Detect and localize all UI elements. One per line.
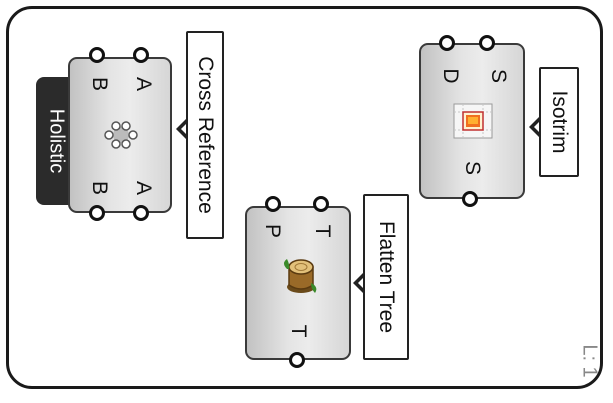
input-param-b[interactable]: B (88, 76, 111, 91)
output-grip-a[interactable] (133, 205, 149, 221)
input-grip-t[interactable] (313, 196, 329, 212)
cross-reference-component[interactable]: A B A B (68, 57, 172, 213)
output-param-b[interactable]: B (88, 180, 111, 195)
input-grip-b[interactable] (89, 47, 105, 63)
isotrim-icon (453, 103, 493, 139)
input-param-a[interactable]: A (132, 76, 155, 91)
component-name-tag: Isotrim (539, 67, 579, 177)
cross-reference-icon (104, 121, 138, 149)
nickname-label: Holistic (45, 108, 68, 174)
output-grip-t[interactable] (289, 352, 305, 368)
input-grip-p[interactable] (265, 196, 281, 212)
canvas-frame: Holistic A B A B Cross Reference T (6, 6, 603, 389)
isotrim-label: Isotrim (548, 90, 571, 154)
flatten-tree-label: Flatten Tree (375, 220, 398, 334)
callout-tail-inner (181, 120, 190, 138)
input-grip-s[interactable] (479, 35, 495, 51)
component-name-tag: Cross Reference (186, 31, 224, 239)
output-param-a[interactable]: A (132, 180, 155, 195)
input-param-t[interactable]: T (311, 224, 334, 238)
input-grip-d[interactable] (439, 35, 455, 51)
input-param-s[interactable]: S (487, 68, 510, 83)
callout-tail-inner (534, 118, 543, 136)
isotrim-component[interactable]: S D S (419, 43, 525, 199)
tree-stump-icon (284, 259, 317, 293)
input-param-p[interactable]: P (261, 223, 284, 238)
component-name-tag: Flatten Tree (363, 194, 409, 360)
callout-tail-inner (358, 274, 367, 292)
output-grip-b[interactable] (89, 205, 105, 221)
status-readout: L: 1 (569, 339, 609, 383)
status-label: L: 1 (578, 344, 601, 378)
output-grip-s[interactable] (462, 191, 478, 207)
output-param-s[interactable]: S (461, 160, 484, 175)
output-param-t[interactable]: T (287, 324, 310, 338)
input-param-d[interactable]: D (439, 68, 462, 84)
flatten-tree-component[interactable]: T P T (245, 206, 351, 360)
input-grip-a[interactable] (133, 47, 149, 63)
cross-reference-label: Cross Reference (194, 56, 217, 214)
